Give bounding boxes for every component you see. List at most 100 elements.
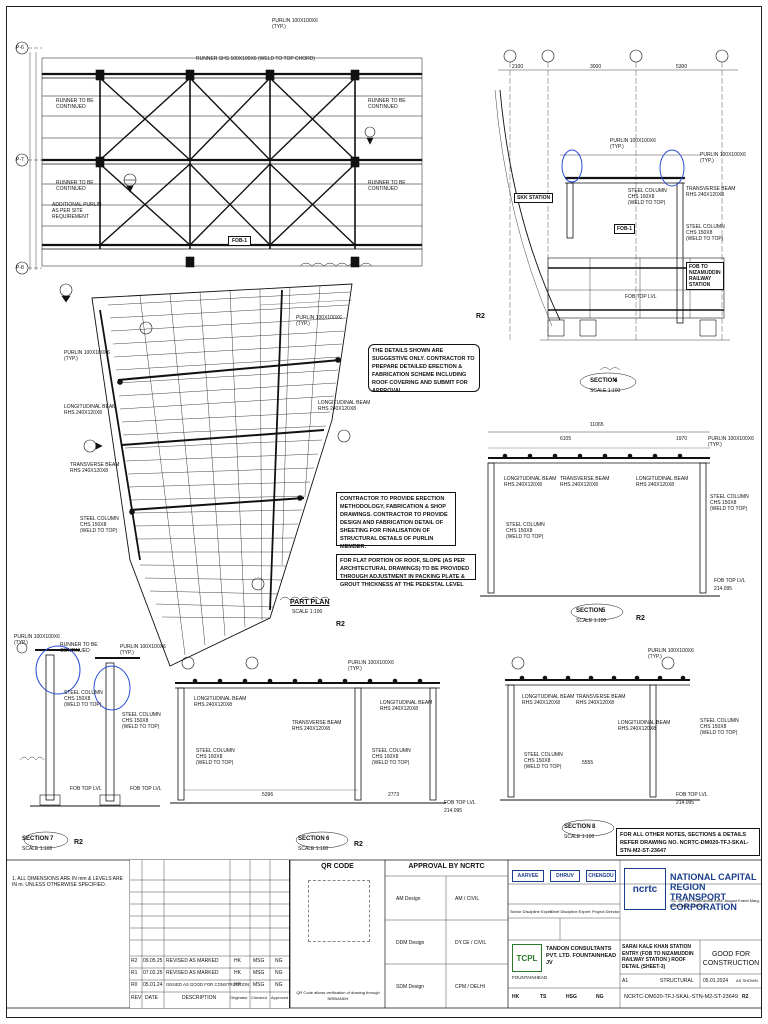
- dim-5396: 5396: [262, 792, 274, 798]
- rev-header-date: DATE: [145, 995, 158, 1001]
- revision-mark-pp: R2: [336, 621, 345, 628]
- size: A1: [622, 978, 629, 984]
- label-column-s7b: STEEL COLUMN CHS 150x8 (WELD TO TOP): [122, 712, 161, 730]
- ncrtc-logo: ncrtc: [624, 868, 666, 910]
- section-7-scale: SCALE 1:100: [22, 846, 53, 852]
- section-7: [16, 642, 160, 849]
- grid-label-p6: P-6: [16, 45, 24, 51]
- dim-2100: 2100: [512, 64, 524, 70]
- section-8-label: SECTION: [564, 824, 591, 830]
- label-runner-s7: STEEL COLUMN CHS 150x8 (WELD TO TOP): [64, 690, 103, 708]
- label-longitudinal-pp-r: LONGITUDINAL BEAM RHS 240x120x8: [318, 400, 371, 412]
- label-column-s8: STEEL COLUMN CHS 150x8 (WELD TO TOP): [524, 752, 563, 770]
- checked-by: TS: [540, 994, 547, 1000]
- label-column-s4b: STEEL COLUMN CHS 150x8 (WELD TO TOP): [686, 224, 725, 242]
- label-column-s4: STEEL COLUMN CHS 150x8 (WELD TO TOP): [628, 188, 667, 206]
- label-runner-continued-s7: RUNNER TO BE CONTINUED: [60, 642, 98, 654]
- label-longitudinal-s5: LONGITUDINAL BEAM RHS 240x120x8: [504, 476, 557, 488]
- label-purlin-s7: PURLIN 100x100x6 (TYP.): [14, 634, 60, 646]
- label-purlin-s6: PURLIN 100x100x6 (TYP.): [348, 660, 394, 672]
- project-title: SARAI KALE KHAN STATION ENTRY (FOB TO NI…: [622, 944, 694, 970]
- rev-r0-date: 05.01.24: [143, 982, 163, 988]
- grid-label-p7: P-7: [16, 157, 24, 163]
- rev-r0: R0: [131, 982, 138, 988]
- approval-row-sdm: SDM Design: [396, 984, 425, 990]
- label-runner-top: RUNNER SHS 100x100x6 (WELD TO TOP CHORD): [196, 56, 316, 62]
- dim-5555: 5555: [582, 760, 594, 766]
- rev-r1-date: 07.02.25: [143, 970, 163, 976]
- rev-r0-c: MSG: [253, 982, 265, 988]
- section-8-num: 8: [592, 824, 596, 830]
- skk-station-tag: SKK STATION: [514, 193, 554, 203]
- section-7-num: 7: [50, 836, 54, 842]
- revision-mark-s5: R2: [636, 615, 645, 622]
- drawing-sheet: [6, 6, 762, 1018]
- discipline: STRUCTURAL: [660, 978, 694, 984]
- role-chief: Chief Discipline Expert: [550, 909, 591, 914]
- role-pd: Project Director: [592, 909, 620, 914]
- note-flat-roof: FOR FLAT PORTION OF ROOF, SLOPE (AS PER …: [336, 554, 476, 588]
- approval-header: APPROVAL BY NCRTC: [408, 863, 485, 870]
- label-longitudinal-pp: LONGITUDINAL BEAM RHS 240x120x8: [64, 404, 117, 416]
- section-6: [170, 656, 446, 849]
- approval-row-ddm: DDM Design: [396, 940, 425, 946]
- revision-mark-s7: R2: [74, 839, 83, 846]
- section-5-num: 5: [602, 608, 606, 614]
- fob-top-lvl-s8: FOB TOP LVL: [676, 792, 708, 798]
- section-5-scale: SCALE 1:100: [576, 618, 607, 624]
- fob-top-lvl-s4: FOB TOP LVL: [625, 294, 657, 300]
- section-6-scale: SCALE 1:100: [298, 846, 329, 852]
- label-runner-continued-4: RUNNER TO BE CONTINUED: [368, 180, 406, 192]
- date: 05.01.2024: [703, 978, 729, 984]
- chengdu-logo: CHENGDU: [586, 870, 616, 882]
- role-senior: Senior Discipline Expert: [510, 909, 553, 914]
- label-purlin-pp-r: PURLIN 100x100x6 (TYP.): [296, 315, 342, 327]
- scale: AS SHOWN: [736, 978, 758, 983]
- dim-3000: 3000: [590, 64, 602, 70]
- rev-header-desc: DESCRIPTION: [182, 995, 217, 1001]
- approved-by: NG: [596, 994, 604, 1000]
- label-runner-continued-3: RUNNER TO BE CONTINUED: [368, 98, 406, 110]
- section-4: [494, 49, 738, 392]
- rev-r0-o: HK: [234, 982, 241, 988]
- qr-code-label: QR CODE: [321, 863, 354, 870]
- section-8: [500, 656, 700, 837]
- section-4-num: 4: [614, 378, 618, 384]
- label-column-s5b: STEEL COLUMN CHS 150x8 (WELD TO TOP): [710, 494, 749, 512]
- dim-1970: 1970: [676, 436, 688, 442]
- note-contractor: CONTRACTOR TO PROVIDE ERECTION METHODOLO…: [336, 492, 456, 550]
- truss-plan: [15, 41, 423, 303]
- approval-row-cpm: CPM / DELHI: [455, 984, 486, 990]
- section-6-label: SECTION: [298, 836, 325, 842]
- fob-top-value-s8: 214.095: [676, 800, 695, 806]
- qr-code-placeholder: [308, 880, 370, 942]
- fob-top-lvl-s6: FOB TOP LVL: [444, 800, 476, 806]
- dim-2773: 2773: [388, 792, 400, 798]
- rev-r2-date: 09.05.25: [143, 958, 163, 964]
- rev-r0-desc: ISSUED AS GOOD FOR CONSTRUCTION: [166, 982, 250, 987]
- label-transverse-s8: TRANSVERSE BEAM RHS 240x120x8: [576, 694, 626, 706]
- fob-tag-plan: FOB-1: [228, 236, 251, 246]
- aarvee-logo: AARVEE: [512, 870, 544, 882]
- current-rev: R2: [742, 994, 749, 1000]
- rev-r2-desc: REVISED AS MARKED: [166, 958, 219, 964]
- revision-mark-note1: R2: [476, 313, 485, 320]
- rev-r1-a: NG: [275, 970, 283, 976]
- fountainhead-logo: FOUNTAINHEAD: [512, 975, 548, 980]
- part-plan-scale: SCALE 1:100: [292, 609, 323, 615]
- label-purlin-s4b: PURLIN 100x100x6 (TYP.): [610, 138, 656, 150]
- approval-row-dyce: DY.CE / CIVIL: [455, 940, 487, 946]
- fob-top-lvl-s7: FOB TOP LVL: [70, 786, 102, 792]
- fob-top-lvl-s5: FOB TOP LVL: [714, 578, 746, 584]
- rev-r2: R2: [131, 958, 138, 964]
- label-purlin-top: PURLIN 100x100x6 (TYP.): [272, 18, 318, 30]
- section-4-label: SECTION: [590, 378, 617, 384]
- tcpl-logo: TCPL: [512, 944, 542, 972]
- rev-r1-o: HK: [234, 970, 241, 976]
- revision-table: R2 09.05.25 REVISED AS MARKED HK MSG NG …: [130, 860, 290, 1008]
- label-longitudinal-s8: LONGITUDINAL BEAM RHS 240x120x8: [522, 694, 575, 706]
- dim-6105: 6105: [560, 436, 572, 442]
- label-runner-continued-1: RUNNER TO BE CONTINUED: [56, 98, 94, 110]
- label-runner-continued-2: RUNNER TO BE CONTINUED: [56, 180, 94, 192]
- general-note: 1. ALL DIMENSIONS ARE IN mm & LEVELS ARE…: [12, 876, 123, 888]
